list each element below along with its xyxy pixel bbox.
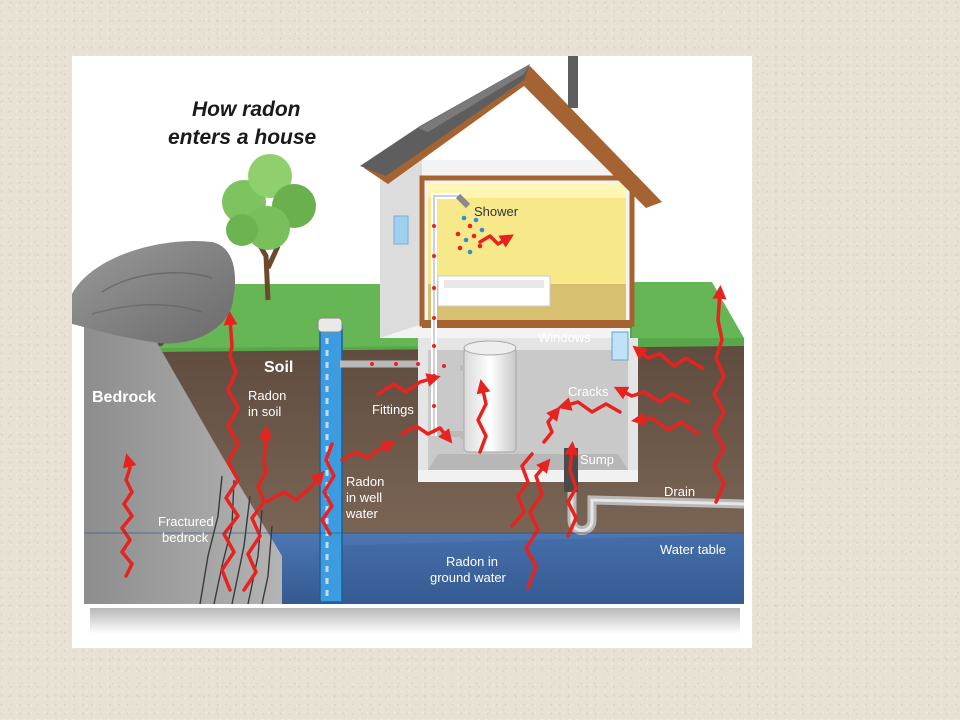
label-radon-in-soil-1: Radon — [248, 388, 286, 403]
radon-arrow-well-out — [340, 440, 397, 462]
shower-radon-particles — [455, 215, 485, 255]
radon-arrow-fittings — [400, 424, 453, 444]
label-water-table: Water table — [660, 542, 726, 557]
radon-arrow-upper-fitting — [376, 373, 441, 396]
label-windows: Windows — [538, 330, 591, 345]
title-line-2: enters a house — [168, 126, 317, 149]
radon-arrow-sump — [564, 441, 579, 538]
house — [360, 56, 662, 482]
label-ground-water-2: ground water — [430, 570, 507, 585]
label-ground-water-1: Radon in — [446, 554, 498, 569]
radon-arrow-soil-tall — [220, 311, 240, 592]
tree — [222, 154, 316, 301]
radon-arrow-soil-short — [242, 425, 273, 592]
radon-arrow-floor2 — [542, 406, 561, 444]
radon-arrow-right-tall — [712, 285, 727, 504]
diagram-panel: How radon enters a house Shower Windows … — [72, 56, 752, 648]
label-cracks: Cracks — [568, 384, 609, 399]
shower-head — [455, 193, 471, 209]
label-shower: Shower — [474, 204, 519, 219]
radon-arrow-window — [632, 345, 704, 370]
radon-arrow-cracks2 — [557, 397, 622, 414]
radon-arrow-cracks — [631, 412, 700, 436]
label-soil: Soil — [264, 359, 293, 376]
ground-shadow — [90, 608, 740, 634]
radon-arrow-floor — [510, 452, 534, 528]
radon-diagram: How radon enters a house Shower Windows … — [72, 56, 745, 634]
label-bedrock: Bedrock — [92, 389, 156, 406]
label-well-water-2: in well — [346, 490, 382, 505]
radon-arrows — [120, 234, 727, 592]
well — [317, 317, 343, 603]
label-radon-in-soil-2: in soil — [248, 404, 281, 419]
radon-arrow-to-well — [264, 470, 325, 504]
radon-arrow-well-water — [320, 442, 336, 536]
label-sump: Sump — [580, 452, 614, 467]
radon-arrow-bedrock — [120, 453, 137, 578]
diagram-labels: How radon enters a house Shower Windows … — [92, 98, 726, 585]
label-fractured-bedrock-1: Fractured — [158, 514, 214, 529]
label-well-water-1: Radon — [346, 474, 384, 489]
radon-arrow-window2 — [613, 386, 690, 404]
rock-outcrop — [72, 240, 236, 344]
title-line-1: How radon — [192, 98, 301, 121]
label-drain: Drain — [664, 484, 695, 499]
radon-arrow-tank — [476, 379, 491, 454]
label-fractured-bedrock-2: bedrock — [162, 530, 209, 545]
radon-arrow-shower — [478, 234, 515, 248]
label-well-water-3: water — [345, 506, 378, 521]
radon-arrow-groundwater — [524, 458, 551, 590]
bedrock-fractures — [199, 475, 273, 605]
label-fittings: Fittings — [372, 402, 414, 417]
water-tank — [438, 340, 517, 453]
